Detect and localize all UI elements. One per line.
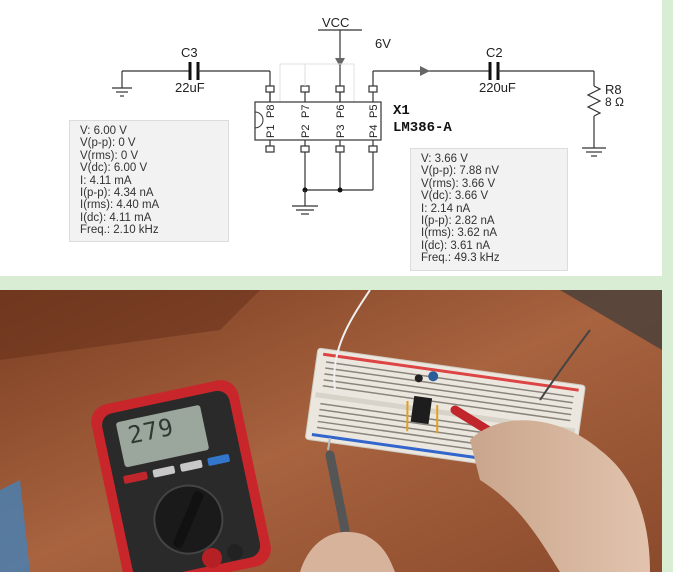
probe-row: Freq.: 49.3 kHz — [421, 252, 500, 265]
c3-name: C3 — [181, 45, 198, 60]
ic-chip — [410, 395, 433, 425]
pin-label-p4: P4 — [368, 125, 380, 138]
vcc-label: VCC — [322, 15, 349, 30]
vcc-value: 6V — [375, 36, 391, 51]
vcc-arrow-icon — [335, 58, 345, 67]
probe-row: Freq.: 2.10 kHz — [80, 224, 159, 237]
pin-label-p5: P5 — [368, 105, 380, 118]
probe-row: I(dc): 3.61 nA — [421, 239, 491, 252]
chip-ref: X1 — [393, 103, 410, 119]
pin-label-p3: P3 — [335, 125, 347, 138]
c2-name: C2 — [486, 45, 503, 60]
probe-row: I(dc): 4.11 mA — [80, 211, 152, 224]
c3-value: 22uF — [175, 80, 205, 95]
lm386-chip — [254, 101, 382, 141]
probe-row: I(rms): 4.40 mA — [80, 199, 160, 212]
probe-row: V(rms): 3.66 V — [421, 177, 496, 190]
r8-resistor — [586, 85, 602, 117]
probe-row: I(p-p): 4.34 nA — [80, 187, 154, 200]
pin-label-p2: P2 — [300, 125, 312, 138]
r8-name: R8 — [605, 82, 622, 97]
probe-row: I(rms): 3.62 nA — [421, 227, 498, 240]
r8-value: 8 Ω — [605, 95, 624, 109]
breadboard-photo — [0, 290, 662, 572]
probe-row: V(dc): 3.66 V — [421, 190, 489, 203]
schematic-diagram: VCC 6V C3 22uF X1 LM386-A — [112, 15, 624, 215]
pin-label-p6: P6 — [335, 105, 347, 118]
probe-row: I: 2.14 nA — [421, 202, 471, 215]
probe-row: V(p-p): 0 V — [80, 137, 136, 150]
c2-value: 220uF — [479, 80, 516, 95]
multimeter — [91, 380, 271, 572]
multimeter-lcd — [116, 405, 209, 468]
probe-row: I: 4.11 mA — [80, 174, 132, 187]
probe-row: I(p-p): 2.82 nA — [421, 215, 495, 228]
probe-readout-left: V: 6.00 V V(p-p): 0 V V(rms): 0 V V(dc):… — [69, 120, 229, 242]
output-arrow-icon — [420, 66, 430, 76]
pin-label-p7: P7 — [300, 105, 312, 118]
probe-row: V: 6.00 V — [80, 125, 127, 137]
pin-label-p1: P1 — [265, 125, 277, 138]
hand-left — [300, 531, 395, 572]
probe-row: V(rms): 0 V — [80, 149, 139, 162]
photo-illustration — [0, 290, 662, 572]
probe-row: V: 3.66 V — [421, 153, 468, 165]
probe-row: V(dc): 6.00 V — [80, 162, 148, 175]
probe-readout-right: V: 3.66 V V(p-p): 7.88 nV V(rms): 3.66 V… — [410, 148, 568, 271]
probe-row: V(p-p): 7.88 nV — [421, 165, 499, 178]
hand-right — [470, 420, 650, 572]
chip-part: LM386-A — [393, 120, 452, 136]
schematic-panel: VCC 6V C3 22uF X1 LM386-A — [0, 0, 662, 276]
pin-label-p8: P8 — [265, 105, 277, 118]
